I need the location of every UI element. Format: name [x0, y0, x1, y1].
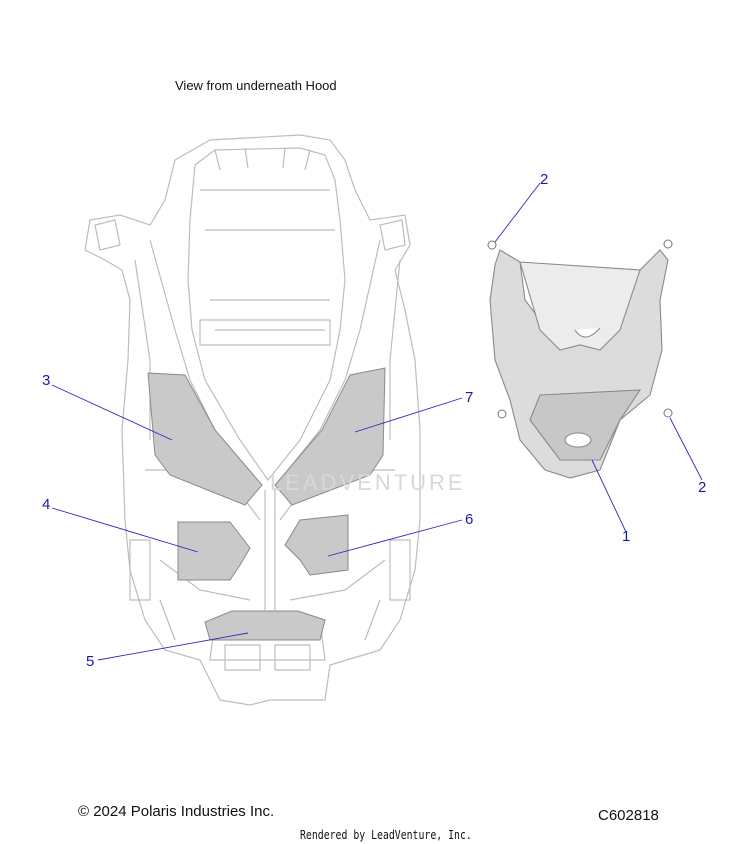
callout-7: 7	[465, 389, 474, 406]
panel-7	[274, 367, 386, 506]
panel-6	[284, 514, 349, 576]
leader-lines	[51, 182, 703, 661]
callout-3: 3	[42, 372, 51, 389]
panel-5	[204, 610, 326, 641]
callout-2-top: 2	[540, 171, 549, 188]
callout-5: 5	[86, 653, 95, 670]
figure-id: C602818	[598, 807, 659, 824]
watermark-text: LEADVENTURE	[270, 470, 466, 495]
callout-4: 4	[42, 496, 51, 513]
callout-1: 1	[622, 528, 631, 545]
callout-6: 6	[465, 511, 474, 528]
panel-4	[177, 521, 251, 581]
diagram-caption: View from underneath Hood	[175, 78, 337, 93]
skid-plate	[489, 249, 669, 479]
rendered-by-text: Rendered by LeadVenture, Inc.	[300, 828, 472, 842]
copyright-text: © 2024 Polaris Industries Inc.	[78, 803, 275, 820]
panel-3	[147, 372, 263, 506]
hood-panels	[147, 367, 386, 641]
callout-2-right: 2	[698, 479, 707, 496]
nuts	[487, 239, 673, 419]
